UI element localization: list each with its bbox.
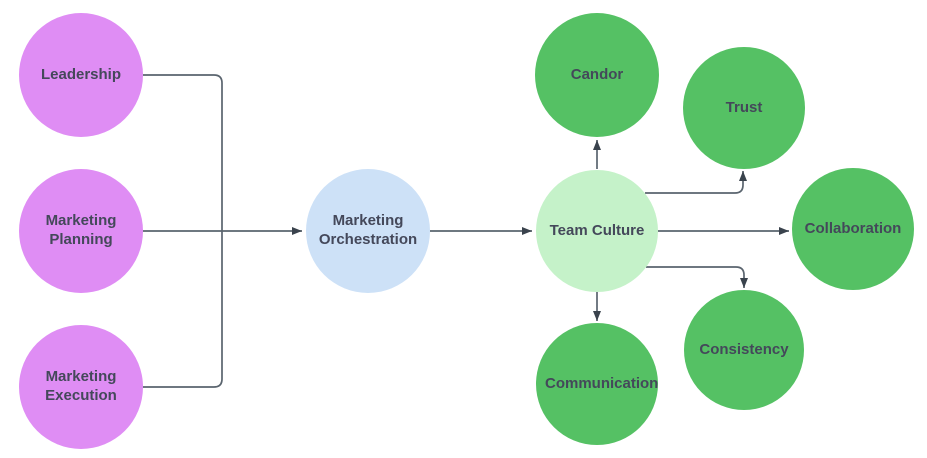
node-marketing-execution[interactable]: Marketing Execution [19, 325, 143, 449]
node-marketing-orchestration[interactable]: Marketing Orchestration [306, 169, 430, 293]
node-marketing-execution-label: Marketing Execution [45, 368, 117, 404]
connector-team-culture-to-trust[interactable] [645, 171, 747, 194]
node-marketing-planning-label: Marketing Planning [45, 212, 117, 248]
node-leadership-label: Leadership [40, 65, 122, 83]
node-trust[interactable]: Trust [683, 47, 805, 169]
connector-leadership-to-junction[interactable] [143, 74, 223, 231]
node-trust-label: Trust [725, 98, 763, 116]
connector-team-culture-to-consistency[interactable] [646, 266, 748, 288]
node-marketing-planning[interactable]: Marketing Planning [19, 169, 143, 293]
node-communication-label: Communication [545, 374, 659, 392]
node-communication[interactable]: Communication [536, 323, 658, 445]
node-candor-label: Candor [570, 65, 624, 83]
connector-execution-to-junction[interactable] [143, 231, 223, 388]
node-marketing-orchestration-label: Marketing Orchestration [318, 212, 418, 248]
node-collaboration[interactable]: Collaboration [792, 168, 914, 290]
node-team-culture[interactable]: Team Culture [536, 170, 658, 292]
node-candor[interactable]: Candor [535, 13, 659, 137]
node-collaboration-label: Collaboration [804, 219, 902, 237]
node-consistency-label: Consistency [699, 340, 789, 358]
node-team-culture-label: Team Culture [549, 221, 645, 239]
node-leadership[interactable]: Leadership [19, 13, 143, 137]
node-consistency[interactable]: Consistency [684, 290, 804, 410]
